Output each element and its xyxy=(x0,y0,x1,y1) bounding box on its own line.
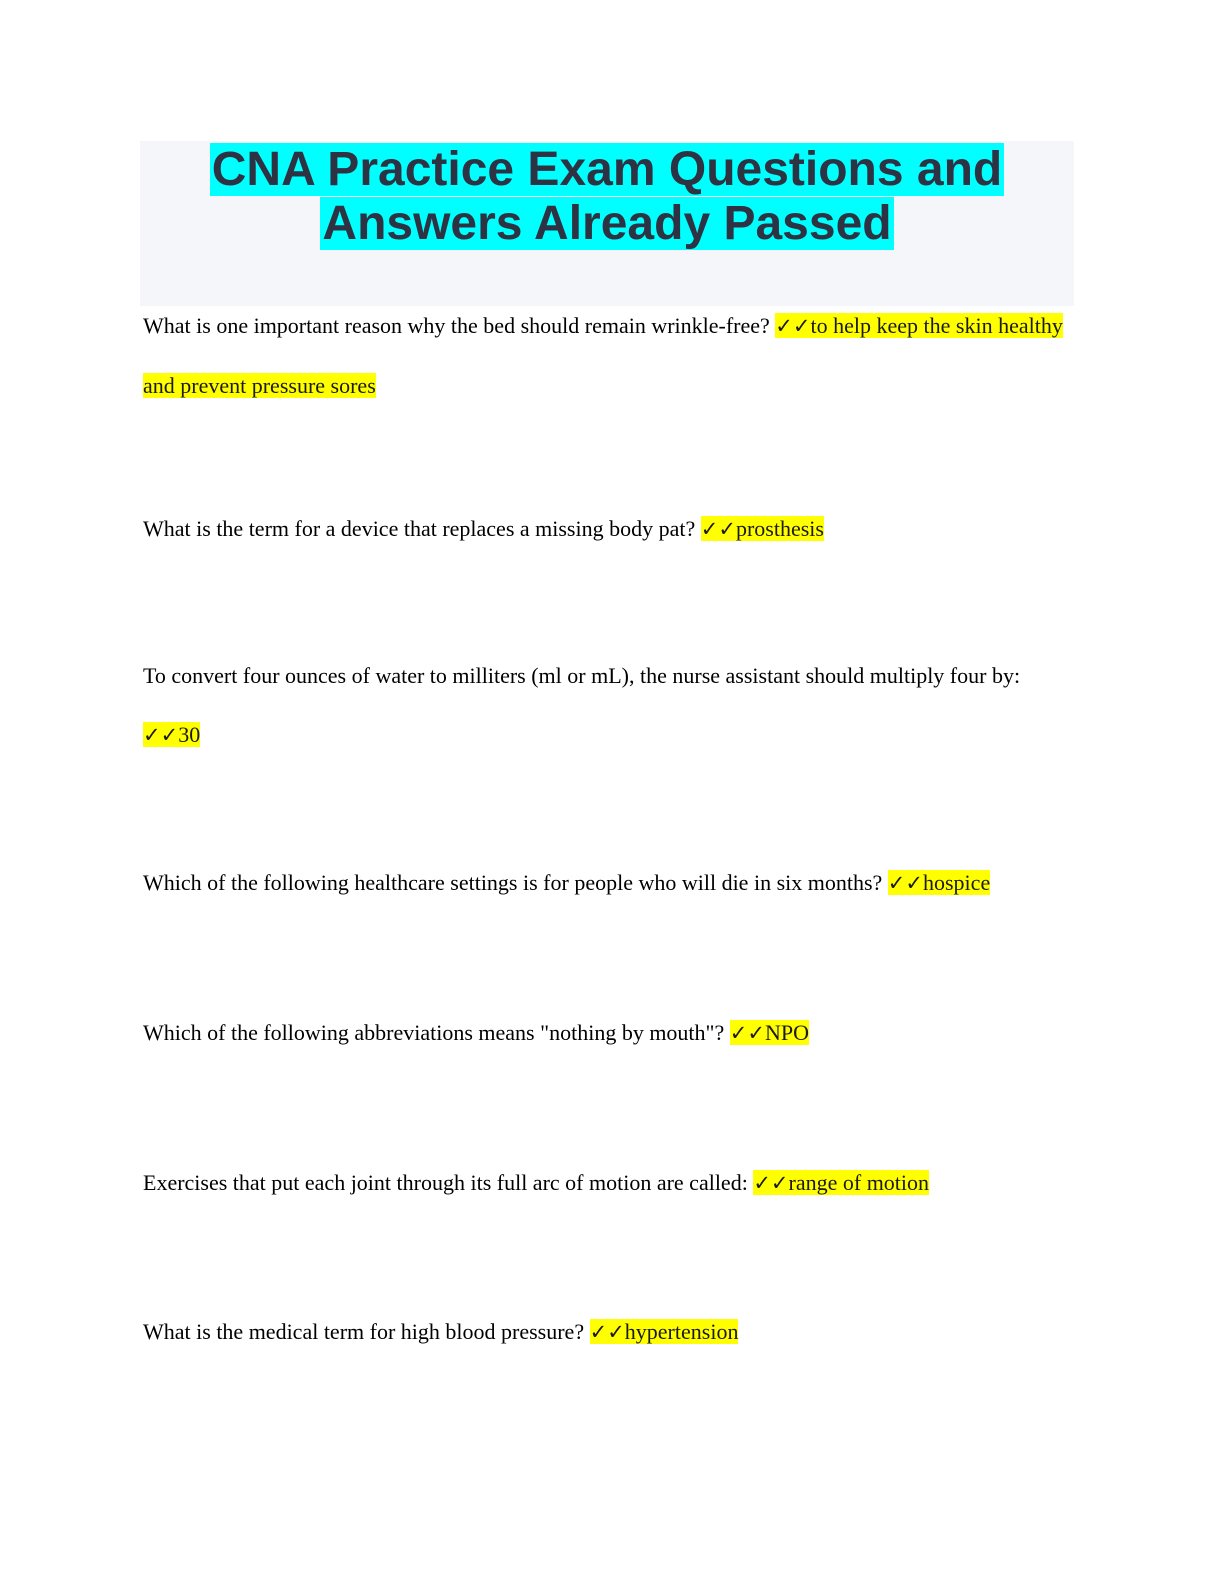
answer-text: prosthesis xyxy=(735,516,824,541)
answer-text: hypertension xyxy=(624,1319,739,1344)
title-line-2: Answers Already Passed xyxy=(320,197,894,250)
double-check-icon: ✓✓ xyxy=(753,1171,789,1195)
double-check-icon: ✓✓ xyxy=(887,871,923,895)
qa-item-3: To convert four ounces of water to milli… xyxy=(143,646,1073,765)
question-text: To convert four ounces of water to milli… xyxy=(143,663,1021,688)
double-check-icon: ✓✓ xyxy=(700,517,736,541)
question-text: Exercises that put each joint through it… xyxy=(143,1170,754,1195)
double-check-icon: ✓✓ xyxy=(589,1320,625,1344)
question-text: What is the term for a device that repla… xyxy=(143,516,701,541)
answer-text: hospice xyxy=(923,870,991,895)
title-line-1: CNA Practice Exam Questions and xyxy=(209,143,1005,196)
qa-item-7: What is the medical term for high blood … xyxy=(143,1302,1073,1362)
qa-item-2: What is the term for a device that repla… xyxy=(143,499,1073,559)
question-text: What is the medical term for high blood … xyxy=(143,1319,590,1344)
answer-highlight: ✓✓range of motion xyxy=(753,1170,930,1195)
question-text: Which of the following healthcare settin… xyxy=(143,870,888,895)
answer-text: NPO xyxy=(765,1020,810,1045)
question-text: What is one important reason why the bed… xyxy=(143,313,776,338)
double-check-icon: ✓✓ xyxy=(143,723,179,747)
answer-text: to help keep the skin healthy and preven… xyxy=(143,313,1063,398)
answer-highlight: ✓✓30 xyxy=(143,722,201,747)
double-check-icon: ✓✓ xyxy=(729,1021,765,1045)
qa-item-4: Which of the following healthcare settin… xyxy=(143,853,1073,913)
question-text: Which of the following abbreviations mea… xyxy=(143,1020,730,1045)
answer-highlight: ✓✓prosthesis xyxy=(700,516,824,541)
answer-text: range of motion xyxy=(788,1170,930,1195)
qa-item-5: Which of the following abbreviations mea… xyxy=(143,1003,1073,1063)
qa-item-1: What is one important reason why the bed… xyxy=(143,296,1073,415)
answer-highlight: ✓✓hypertension xyxy=(589,1319,739,1344)
document-title: CNA Practice Exam Questions and Answers … xyxy=(140,143,1074,251)
qa-item-6: Exercises that put each joint through it… xyxy=(143,1153,1073,1213)
answer-highlight: ✓✓NPO xyxy=(729,1020,810,1045)
double-check-icon: ✓✓ xyxy=(775,314,811,338)
answer-text: 30 xyxy=(178,722,201,747)
answer-highlight: ✓✓hospice xyxy=(887,870,991,895)
